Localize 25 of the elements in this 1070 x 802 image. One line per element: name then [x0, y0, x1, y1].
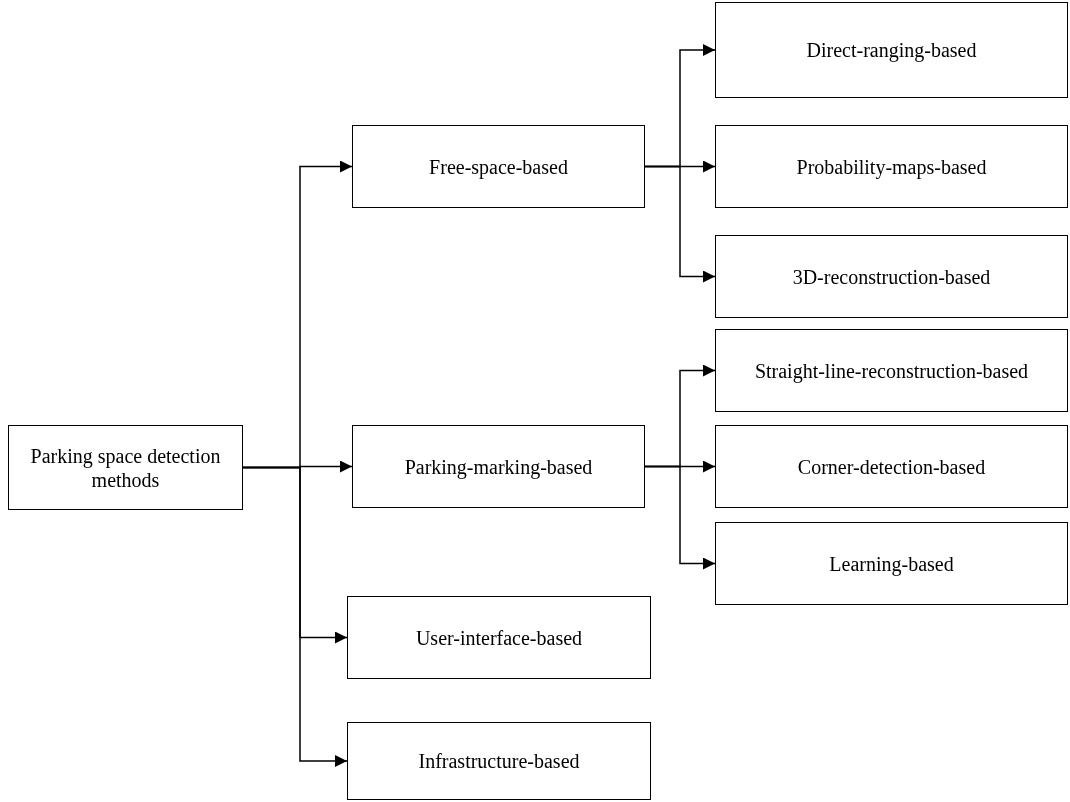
arrow	[644, 465, 716, 570]
box-label: Learning-based	[828, 551, 955, 576]
process-box	[715, 125, 1068, 208]
process-box	[715, 522, 1068, 605]
box-label: Straight-line-reconstruction-based	[753, 358, 1030, 383]
process-box	[8, 425, 243, 510]
box-label: Parking-marking-based	[403, 454, 594, 479]
box-label: Free-space-based	[428, 154, 569, 179]
process-box	[352, 125, 645, 208]
box-label: Infrastructure-based	[417, 749, 581, 773]
arrow	[644, 165, 716, 283]
box-label: Corner-detection-based	[796, 454, 987, 479]
box-label: Direct-ranging-based	[805, 38, 978, 62]
process-box	[715, 425, 1068, 508]
box-label: 3D-reconstruction-based	[791, 264, 992, 289]
process-box	[715, 235, 1068, 318]
box-label: Parking space detection methods	[29, 443, 222, 492]
arrow	[242, 466, 348, 767]
process-box	[347, 722, 651, 800]
process-box	[715, 2, 1068, 98]
process-box	[352, 425, 645, 508]
process-box	[347, 596, 651, 679]
box-label: User-interface-based	[414, 625, 584, 650]
process-box	[715, 329, 1068, 412]
box-label: Probability-maps-based	[795, 154, 988, 179]
